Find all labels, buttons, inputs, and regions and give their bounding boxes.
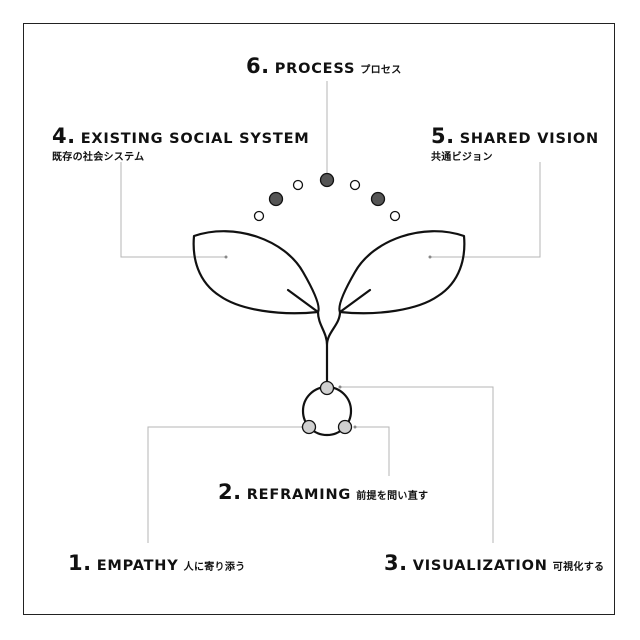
- label-reframing: 2. REFRAMING 前提を問い直す: [218, 482, 428, 503]
- connector-dot: [225, 256, 228, 259]
- step-subtitle-ja: プロセス: [360, 65, 401, 76]
- process-dot-dark: [321, 174, 334, 187]
- step-number: 6.: [246, 54, 270, 78]
- label-process: 6. PROCESS プロセス: [246, 56, 402, 77]
- connector-dot: [354, 426, 357, 429]
- cycle-node-empathy: [303, 421, 316, 434]
- connector-5: [430, 162, 540, 257]
- connector-4: [121, 162, 226, 257]
- cycle-node-reframing: [339, 421, 352, 434]
- step-title: EMPATHY: [97, 558, 179, 574]
- step-title: REFRAMING: [247, 487, 351, 503]
- step-title: EXISTING SOCIAL SYSTEM: [81, 131, 310, 147]
- process-dot-light: [351, 181, 360, 190]
- connector-2: [355, 427, 389, 476]
- process-dot-light: [255, 212, 264, 221]
- process-dot-dark: [372, 193, 385, 206]
- step-number: 2.: [218, 480, 242, 504]
- step-subtitle-ja: 共通ビジョン: [431, 153, 599, 163]
- step-subtitle-ja: 人に寄り添う: [184, 562, 246, 573]
- step-number: 4.: [52, 124, 76, 148]
- left-leaf: [194, 231, 319, 313]
- right-leaf: [339, 231, 464, 313]
- step-number: 5.: [431, 124, 455, 148]
- connector-dot: [429, 256, 432, 259]
- step-subtitle-ja: 可視化する: [553, 562, 605, 573]
- process-dot-light: [391, 212, 400, 221]
- step-number: 3.: [384, 551, 408, 575]
- label-existing-social-system: 4. EXISTING SOCIAL SYSTEM 既存の社会システム: [52, 126, 310, 163]
- stem: [318, 312, 340, 384]
- step-subtitle-ja: 既存の社会システム: [52, 153, 310, 163]
- label-visualization: 3. VISUALIZATION 可視化する: [384, 553, 604, 574]
- process-dot-dark: [270, 193, 283, 206]
- process-dot-light: [294, 181, 303, 190]
- connector-dot: [339, 386, 342, 389]
- step-title: VISUALIZATION: [413, 558, 548, 574]
- step-title: PROCESS: [275, 61, 356, 77]
- step-subtitle-ja: 前提を問い直す: [356, 491, 428, 502]
- label-empathy: 1. EMPATHY 人に寄り添う: [68, 553, 245, 574]
- step-title: SHARED VISION: [460, 131, 599, 147]
- label-shared-vision: 5. SHARED VISION 共通ビジョン: [431, 126, 599, 163]
- connector-3: [340, 387, 493, 543]
- cycle-node-visualization: [321, 382, 334, 395]
- step-number: 1.: [68, 551, 92, 575]
